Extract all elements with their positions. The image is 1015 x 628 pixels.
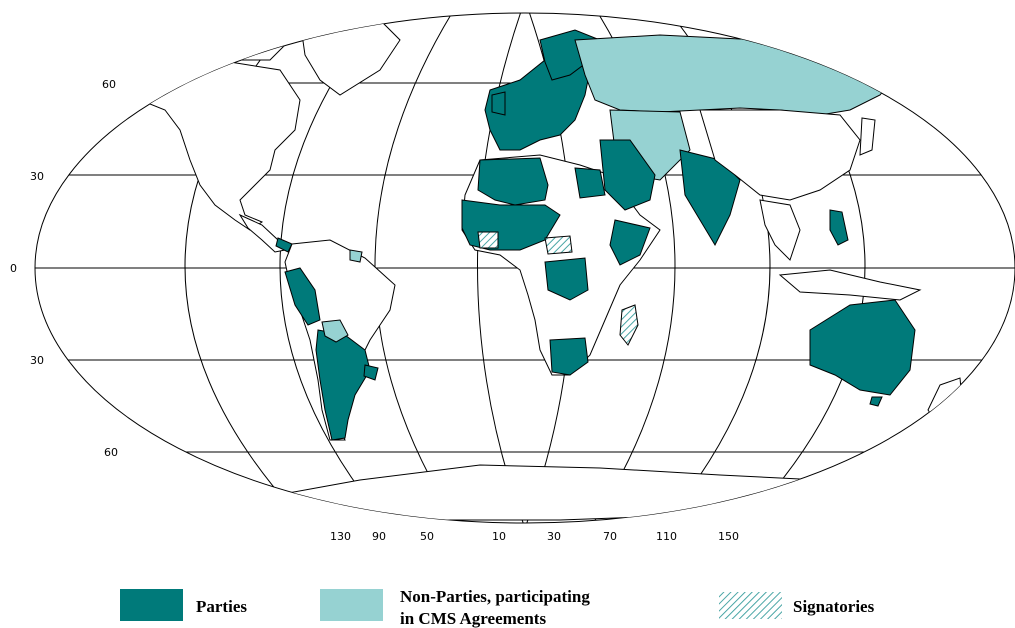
- south-africa: [549, 337, 589, 376]
- central-africa-signatory: [544, 235, 573, 255]
- lat-label-30s: 30: [30, 354, 44, 367]
- madagascar: [619, 304, 639, 346]
- bolivia: [321, 319, 349, 343]
- legend: Parties Non-Parties, participating in CM…: [120, 587, 875, 628]
- lon-label-70: 70: [603, 530, 617, 543]
- lon-label-30: 30: [547, 530, 561, 543]
- legend-label-signatories: Signatories: [793, 597, 875, 616]
- argentina-chile: [315, 329, 371, 441]
- legend-swatch-signatories: [719, 592, 782, 619]
- peru: [284, 267, 321, 326]
- lon-label-10: 10: [492, 530, 506, 543]
- lat-label-30n: 30: [30, 170, 44, 183]
- lon-label-130: 130: [330, 530, 351, 543]
- lon-label-110: 110: [656, 530, 677, 543]
- egypt: [574, 167, 606, 199]
- drc: [544, 257, 589, 301]
- lat-label-60n: 60: [102, 78, 116, 91]
- north-america: [119, 59, 301, 231]
- central-america: [238, 213, 286, 253]
- lon-label-90: 90: [372, 530, 386, 543]
- west-africa-signatory: [477, 231, 499, 249]
- legend-swatch-parties: [120, 589, 183, 621]
- panama: [275, 237, 293, 253]
- tasmania: [869, 396, 883, 407]
- japan: [859, 117, 876, 156]
- uk: [491, 91, 506, 116]
- legend-label-non-parties-1: Non-Parties, participating: [400, 587, 590, 606]
- lat-label-60s: 60: [104, 446, 118, 459]
- east-asia: [699, 109, 861, 201]
- guyana: [349, 249, 363, 263]
- middle-east-parties: [599, 139, 656, 211]
- lon-label-50: 50: [420, 530, 434, 543]
- philippines: [829, 209, 849, 246]
- latitude-labels: 60 30 0 30 60: [10, 78, 118, 459]
- southeast-asia: [759, 199, 801, 261]
- russia: [574, 34, 901, 116]
- legend-label-parties: Parties: [196, 597, 247, 616]
- indonesia: [778, 269, 922, 301]
- lat-label-0: 0: [10, 262, 17, 275]
- longitude-labels: 130 90 50 10 30 70 110 150: [330, 530, 739, 543]
- legend-swatch-non-parties: [320, 589, 383, 621]
- north-africa-parties: [477, 157, 549, 206]
- legend-label-non-parties-2: in CMS Agreements: [400, 609, 546, 628]
- australia: [809, 299, 916, 396]
- lon-label-150: 150: [718, 530, 739, 543]
- east-africa-parties: [609, 219, 651, 266]
- uruguay: [363, 364, 379, 381]
- land-masses: [119, 14, 963, 521]
